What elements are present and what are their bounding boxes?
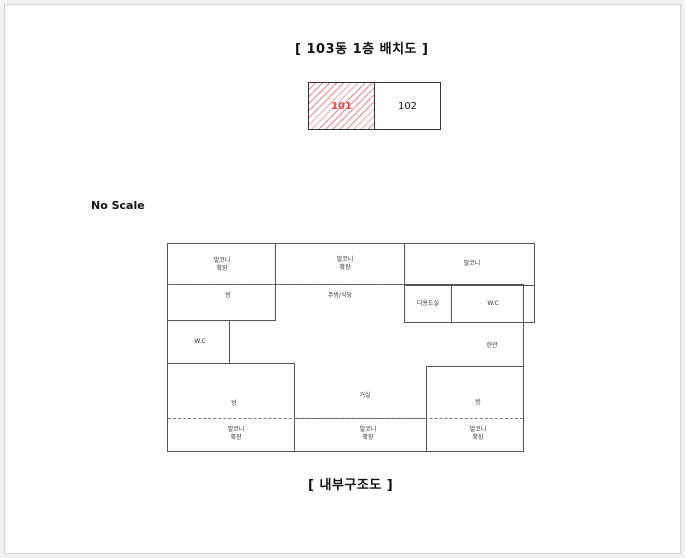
unit-101[interactable]: 101 [308,82,375,130]
balcony-line-top [168,284,404,285]
unit-101-label: 101 [331,100,352,112]
label-room-top-left: 방 [225,292,231,299]
label-utility: 다용도실 [416,300,440,307]
balcony-line-bottom [168,418,523,419]
label-entrance: 현관 [486,342,498,349]
label-balcony-bottom-right: 발코니 확장 [469,426,487,441]
label-wc-left: W.C [194,338,206,345]
unit-102[interactable]: 102 [374,82,441,130]
label-room-bottom-left: 방 [231,400,237,407]
plan-title: [ 내부구조도 ] [308,478,394,493]
room-wc-right [451,285,535,323]
layout-title: [ 103동 1층 배치도 ] [295,42,429,57]
label-balcony-bottom-left: 발코니 확장 [227,426,245,441]
unit-102-label: 102 [397,100,418,112]
scale-note: No Scale [91,199,145,212]
label-room-bottom-right: 방 [475,399,481,406]
label-wc-right: W.C [487,300,499,307]
label-kitchen: 주방/식당 [327,292,353,299]
label-balcony-bottom-middle: 발코니 확장 [359,426,377,441]
room-bottom-left [167,363,295,452]
label-balcony-top-middle: 발코니 확장 [336,256,354,271]
label-living: 거실 [359,392,371,399]
room-bottom-right [426,366,524,452]
label-balcony-top-left: 발코니 확장 [213,257,231,272]
label-balcony-top-right: 발코니 [463,260,481,267]
